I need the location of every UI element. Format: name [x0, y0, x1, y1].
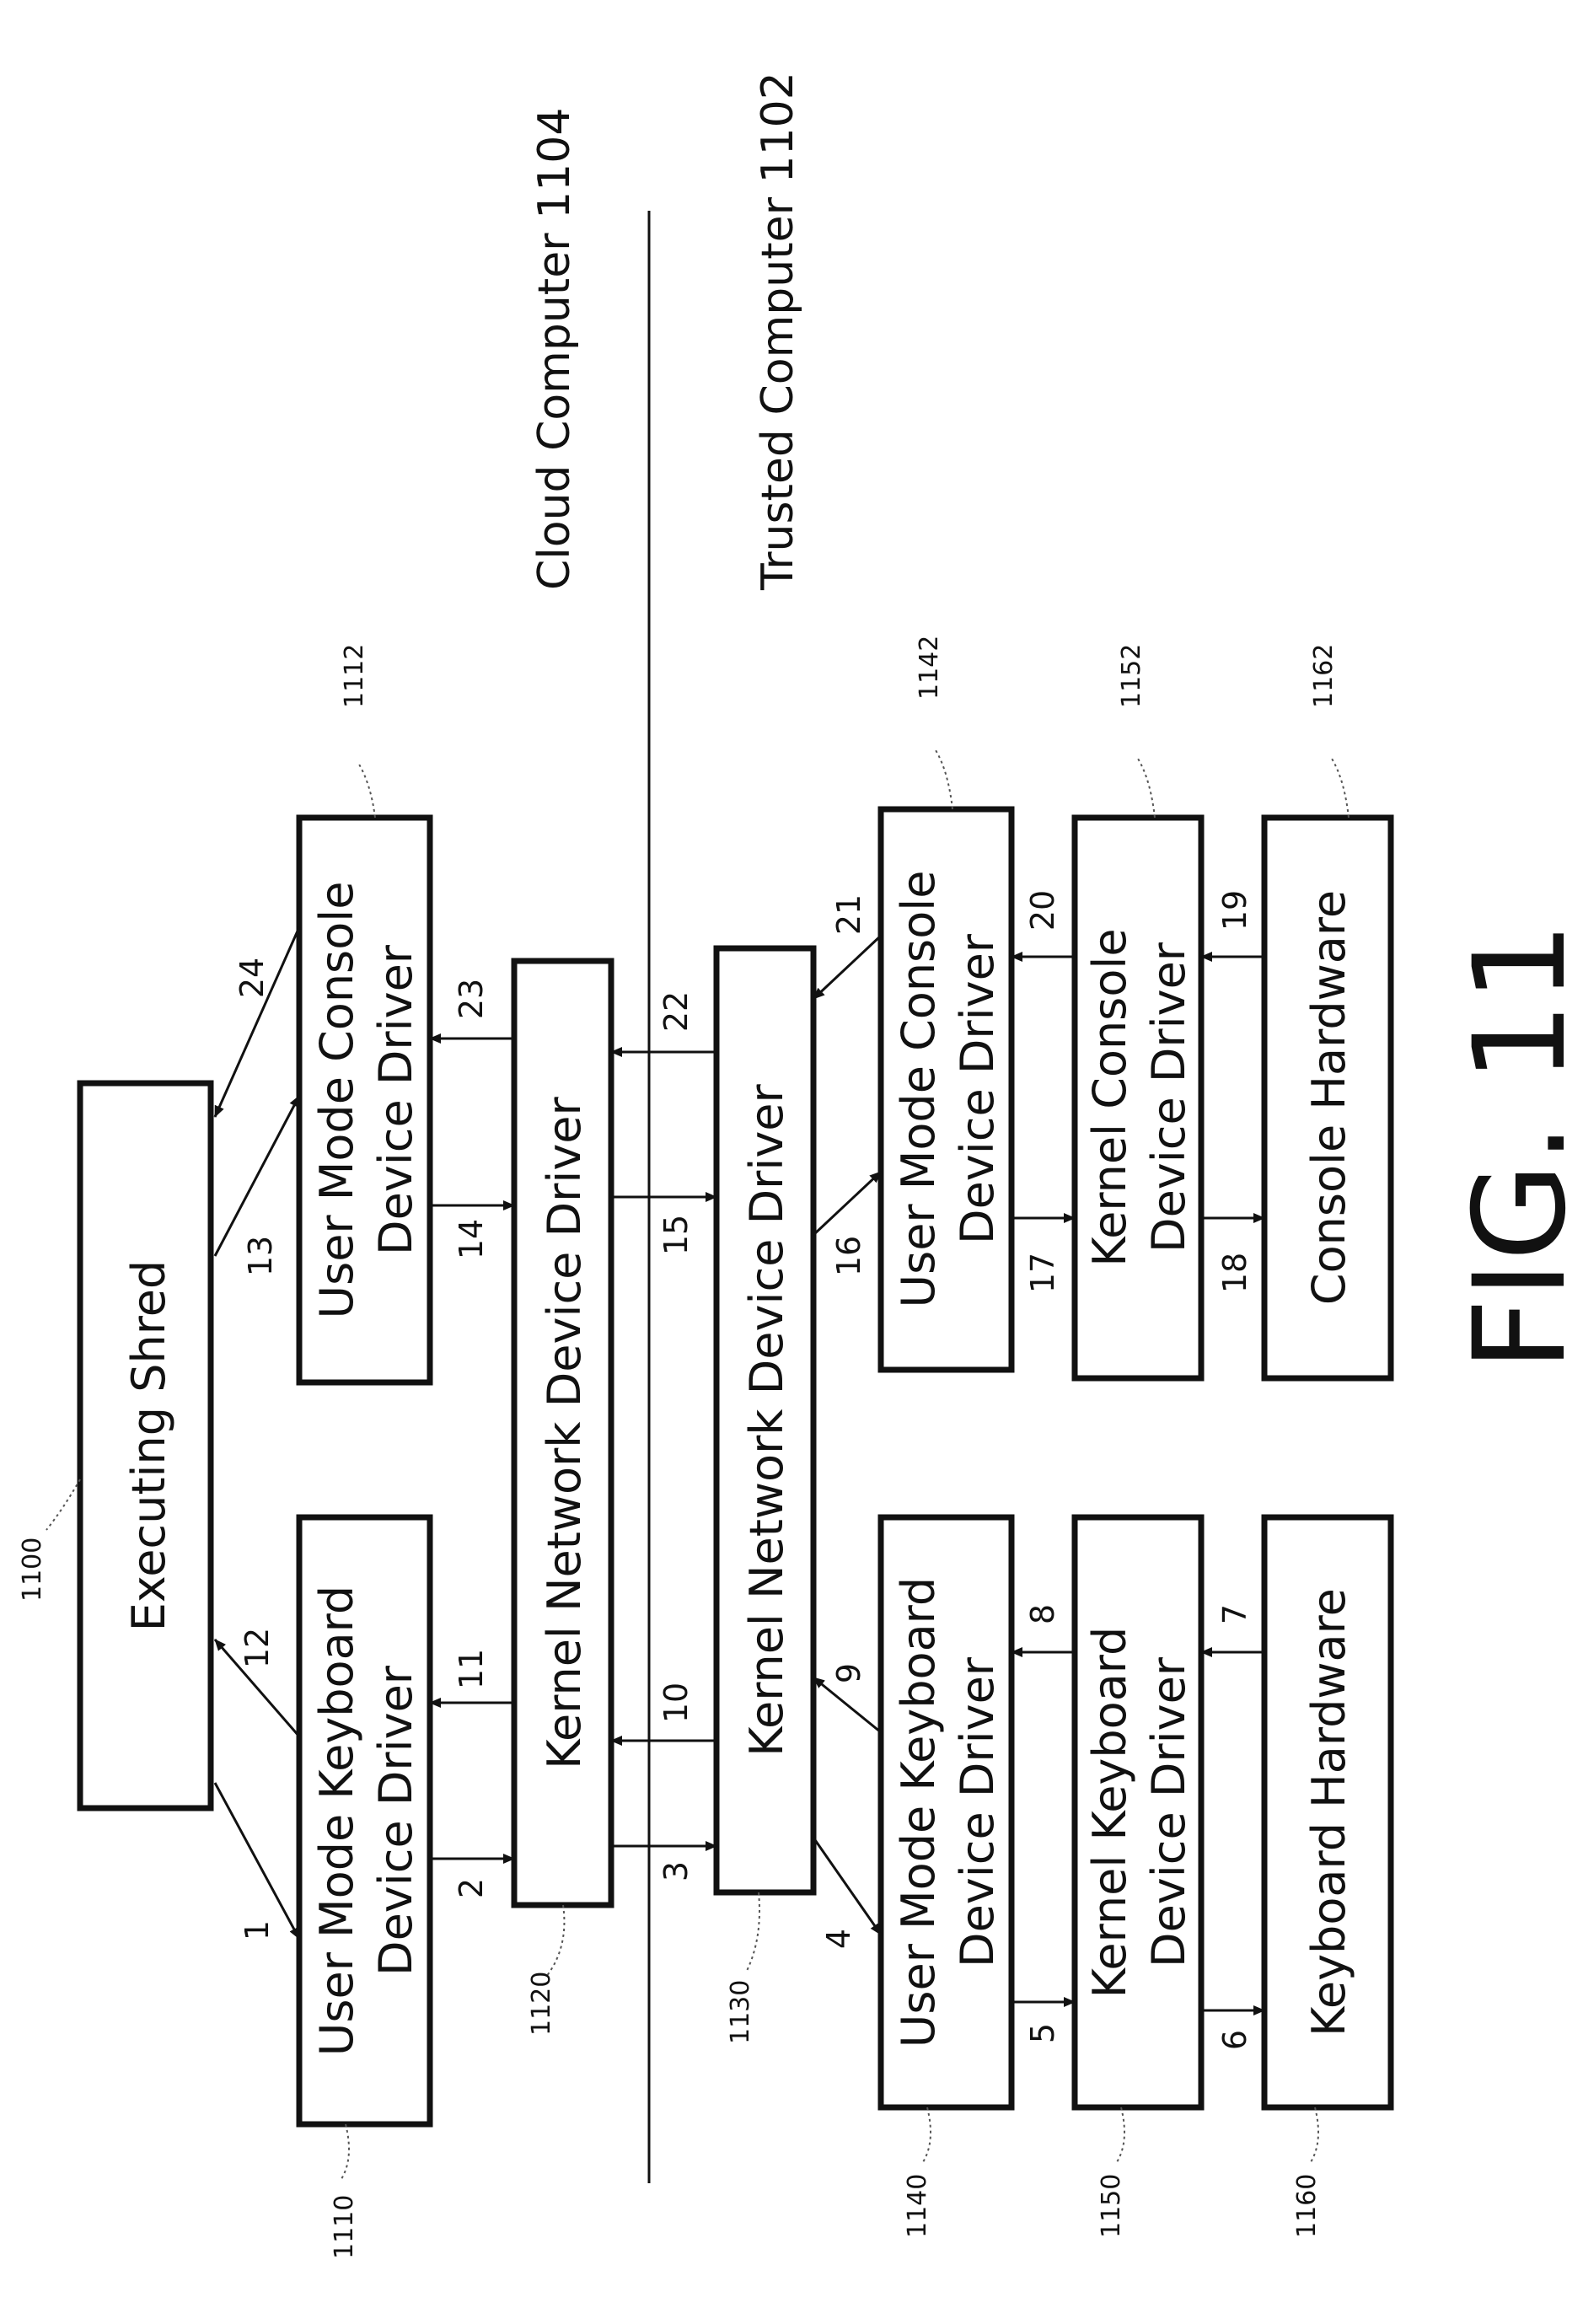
step-label: 11 [453, 1649, 490, 1689]
trusted-um-console-line1: User Mode Console [892, 871, 945, 1308]
ref-1130: 1130 [726, 1980, 755, 2044]
arrow-24 [215, 927, 299, 1117]
cloud-user-mode-keyboard-driver-box: User Mode Keyboard Device Driver [299, 1517, 430, 2124]
step-label: 2 [453, 1878, 490, 1898]
step-label: 13 [242, 1236, 279, 1276]
cloud-um-console-line1: User Mode Console [310, 882, 363, 1319]
step-label: 10 [657, 1683, 695, 1723]
step-label: 19 [1216, 890, 1253, 931]
trusted-kernel-network-driver-box: Kernel Network Device Driver [716, 948, 813, 1892]
step-label: 20 [1024, 890, 1061, 931]
kernel-console-driver-box: Kernel Console Device Driver [1075, 818, 1201, 1378]
cloud-computer-label: Cloud Computer 1104 [529, 108, 580, 590]
executing-shred-box: Executing Shred [80, 1083, 211, 1808]
trusted-um-console-line2: Device Driver [951, 933, 1004, 1244]
step-label: 4 [820, 1929, 857, 1949]
console-hardware-box: Console Hardware [1264, 818, 1391, 1378]
arrow-4 [813, 1838, 881, 1935]
cloud-kernel-network-driver-box: Kernel Network Device Driver [514, 961, 611, 1905]
cloud-um-console-line2: Device Driver [369, 944, 422, 1255]
trusted-kernel-network-label: Kernel Network Device Driver [740, 1083, 793, 1756]
kernel-keyboard-driver-box: Kernel Keyboard Device Driver [1075, 1517, 1201, 2107]
ref-1140: 1140 [903, 2174, 932, 2238]
cloud-um-keyboard-line2: Device Driver [369, 1665, 422, 1976]
step-label: 14 [453, 1219, 490, 1259]
step-label: 15 [657, 1215, 695, 1255]
ref-1150: 1150 [1097, 2174, 1126, 2238]
step-label: 16 [830, 1236, 867, 1276]
step-label: 9 [830, 1663, 867, 1683]
cloud-um-keyboard-line1: User Mode Keyboard [310, 1586, 363, 2056]
trusted-um-keyboard-line2: Device Driver [951, 1656, 1004, 1967]
ref-1152: 1152 [1117, 644, 1146, 708]
kernel-keyboard-line1: Kernel Keyboard [1083, 1627, 1136, 1999]
arrow-16 [813, 1172, 881, 1235]
arrow-9 [813, 1677, 881, 1732]
step-label: 5 [1024, 2023, 1061, 2043]
ref-1160: 1160 [1292, 2174, 1322, 2238]
ref-1162: 1162 [1309, 644, 1339, 708]
kernel-console-line1: Kernel Console [1083, 928, 1136, 1266]
trusted-um-keyboard-line1: User Mode Keyboard [892, 1577, 945, 2048]
step-label: 3 [657, 1861, 695, 1881]
step-label: 24 [233, 958, 271, 998]
ref-1110: 1110 [330, 2195, 359, 2259]
trusted-user-mode-console-driver-box: User Mode Console Device Driver [881, 809, 1012, 1370]
step-label: 22 [657, 991, 695, 1032]
step-label: 17 [1024, 1253, 1061, 1293]
kernel-keyboard-line2: Device Driver [1142, 1656, 1195, 1967]
trusted-user-mode-keyboard-driver-box: User Mode Keyboard Device Driver [881, 1517, 1012, 2107]
cloud-user-mode-console-driver-box: User Mode Console Device Driver [299, 818, 430, 1382]
ref-1100: 1100 [18, 1538, 47, 1602]
trusted-computer-label: Trusted Computer 1102 [753, 72, 803, 591]
keyboard-hardware-label: Keyboard Hardware [1302, 1588, 1355, 2037]
figure-label: FIG. 11 [1447, 922, 1583, 1371]
ref-1142: 1142 [915, 636, 944, 700]
kernel-console-line2: Device Driver [1142, 942, 1195, 1253]
step-label: 12 [239, 1628, 276, 1668]
step-label: 6 [1216, 2030, 1253, 2050]
arrow-21 [813, 936, 881, 999]
executing-shred-label: Executing Shred [122, 1260, 175, 1631]
step-label: 21 [830, 894, 867, 935]
step-label: 18 [1216, 1253, 1253, 1293]
arrow-1 [215, 1783, 299, 1939]
cloud-kernel-network-label: Kernel Network Device Driver [538, 1096, 591, 1768]
step-label: 23 [453, 979, 490, 1019]
step-label: 8 [1024, 1604, 1061, 1624]
ref-1112: 1112 [340, 644, 369, 708]
step-label: 1 [239, 1920, 276, 1940]
step-label: 7 [1216, 1604, 1253, 1624]
arrow-13 [215, 1096, 299, 1256]
console-hardware-label: Console Hardware [1302, 890, 1355, 1305]
keyboard-hardware-box: Keyboard Hardware [1264, 1517, 1391, 2107]
ref-1120: 1120 [527, 1972, 556, 2036]
